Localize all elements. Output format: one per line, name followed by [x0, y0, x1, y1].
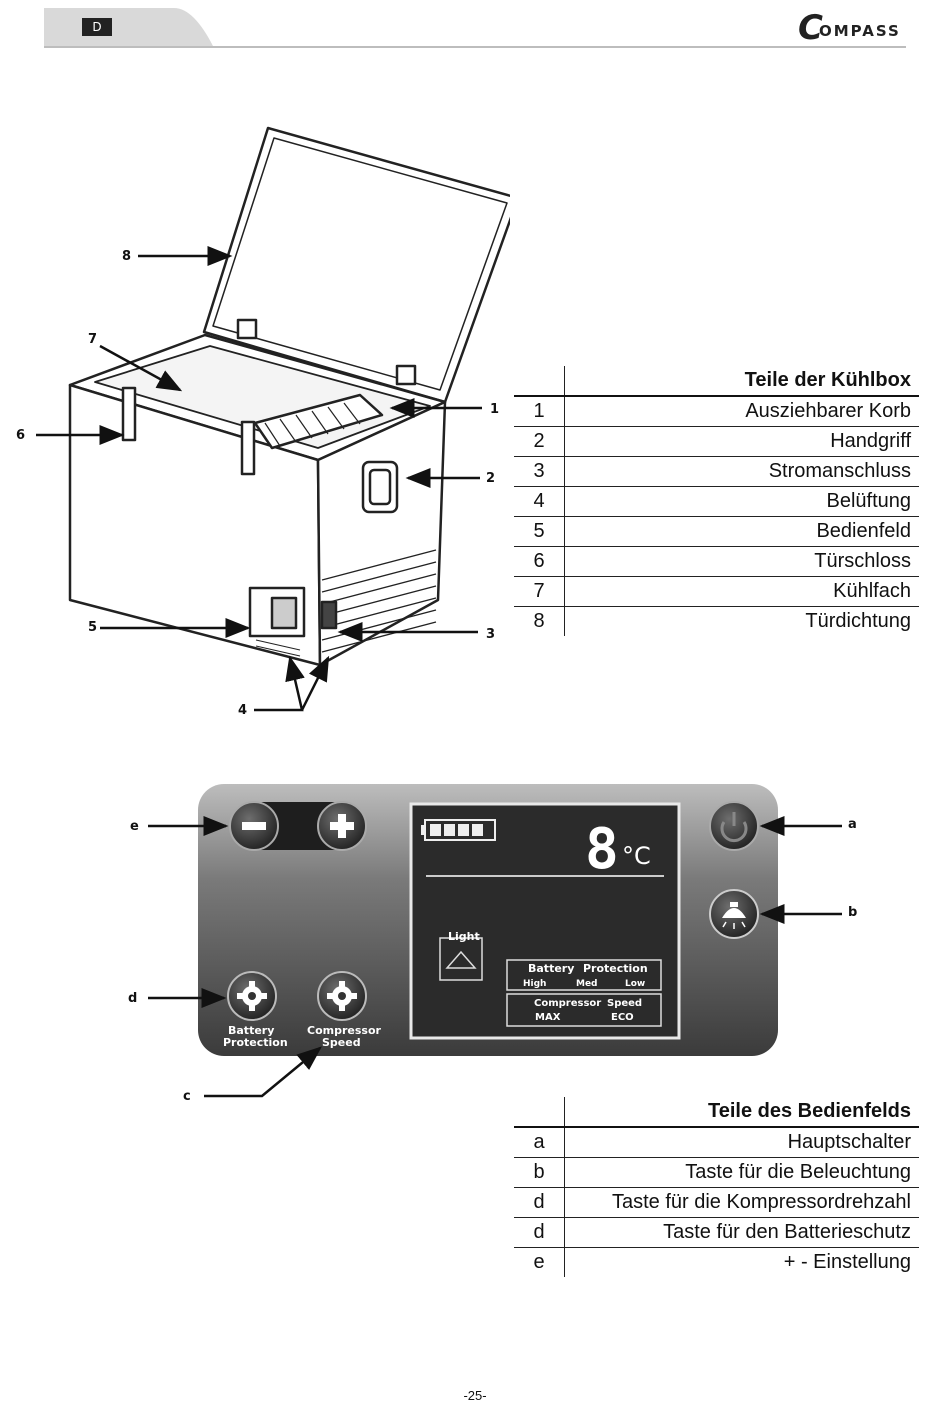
callout-6: 6 — [16, 428, 26, 443]
svg-text:MAX: MAX — [535, 1012, 561, 1023]
svg-text:Speed: Speed — [607, 998, 642, 1009]
svg-text:Compressor: Compressor — [307, 1024, 382, 1037]
callout-1: 1 — [490, 402, 500, 417]
table-row: e+ - Einstellung — [514, 1247, 919, 1277]
callout-2: 2 — [486, 471, 496, 486]
svg-text:Protection: Protection — [223, 1036, 288, 1049]
table-header-row: Teile der Kühlbox — [514, 366, 919, 397]
temp-unit: °C — [622, 842, 651, 870]
svg-text:e: e — [130, 819, 139, 834]
header-tab — [44, 8, 214, 48]
svg-text:High: High — [523, 979, 546, 989]
svg-text:ECO: ECO — [611, 1012, 634, 1023]
svg-text:Protection: Protection — [583, 962, 648, 975]
svg-text:a: a — [848, 817, 857, 832]
svg-text:c: c — [183, 1089, 191, 1104]
cooler-box-illustration — [36, 126, 510, 712]
power-icon — [720, 821, 748, 843]
callout-4: 4 — [238, 703, 248, 718]
svg-text:Battery: Battery — [228, 1024, 274, 1037]
svg-text:Speed: Speed — [322, 1036, 361, 1049]
page-number: -25- — [463, 1388, 487, 1403]
callout-3: 3 — [486, 627, 496, 642]
table-header-row: Teile des Bedienfelds — [514, 1097, 919, 1128]
compass-logo: COMPASS — [798, 8, 901, 48]
table-title: Teile des Bedienfelds — [564, 1097, 919, 1128]
temp-digit: 8 — [585, 817, 619, 882]
svg-text:Compressor: Compressor — [534, 998, 601, 1009]
svg-text:d: d — [128, 991, 137, 1006]
svg-text:Low: Low — [625, 979, 645, 989]
minus-icon — [242, 822, 266, 830]
language-badge: D — [82, 18, 112, 36]
callout-8: 8 — [122, 249, 132, 264]
header-rule — [44, 46, 906, 48]
table-title: Teile der Kühlbox — [564, 366, 919, 397]
light-label: Light — [448, 930, 480, 943]
control-panel-illustration: 8 °C Light Battery Protection High Med L… — [128, 784, 857, 1104]
lamp-icon — [722, 908, 746, 918]
callout-5: 5 — [88, 620, 98, 635]
svg-text:Battery: Battery — [528, 962, 574, 975]
svg-text:b: b — [848, 905, 857, 920]
svg-text:Med: Med — [576, 979, 598, 989]
callout-7: 7 — [88, 332, 98, 347]
